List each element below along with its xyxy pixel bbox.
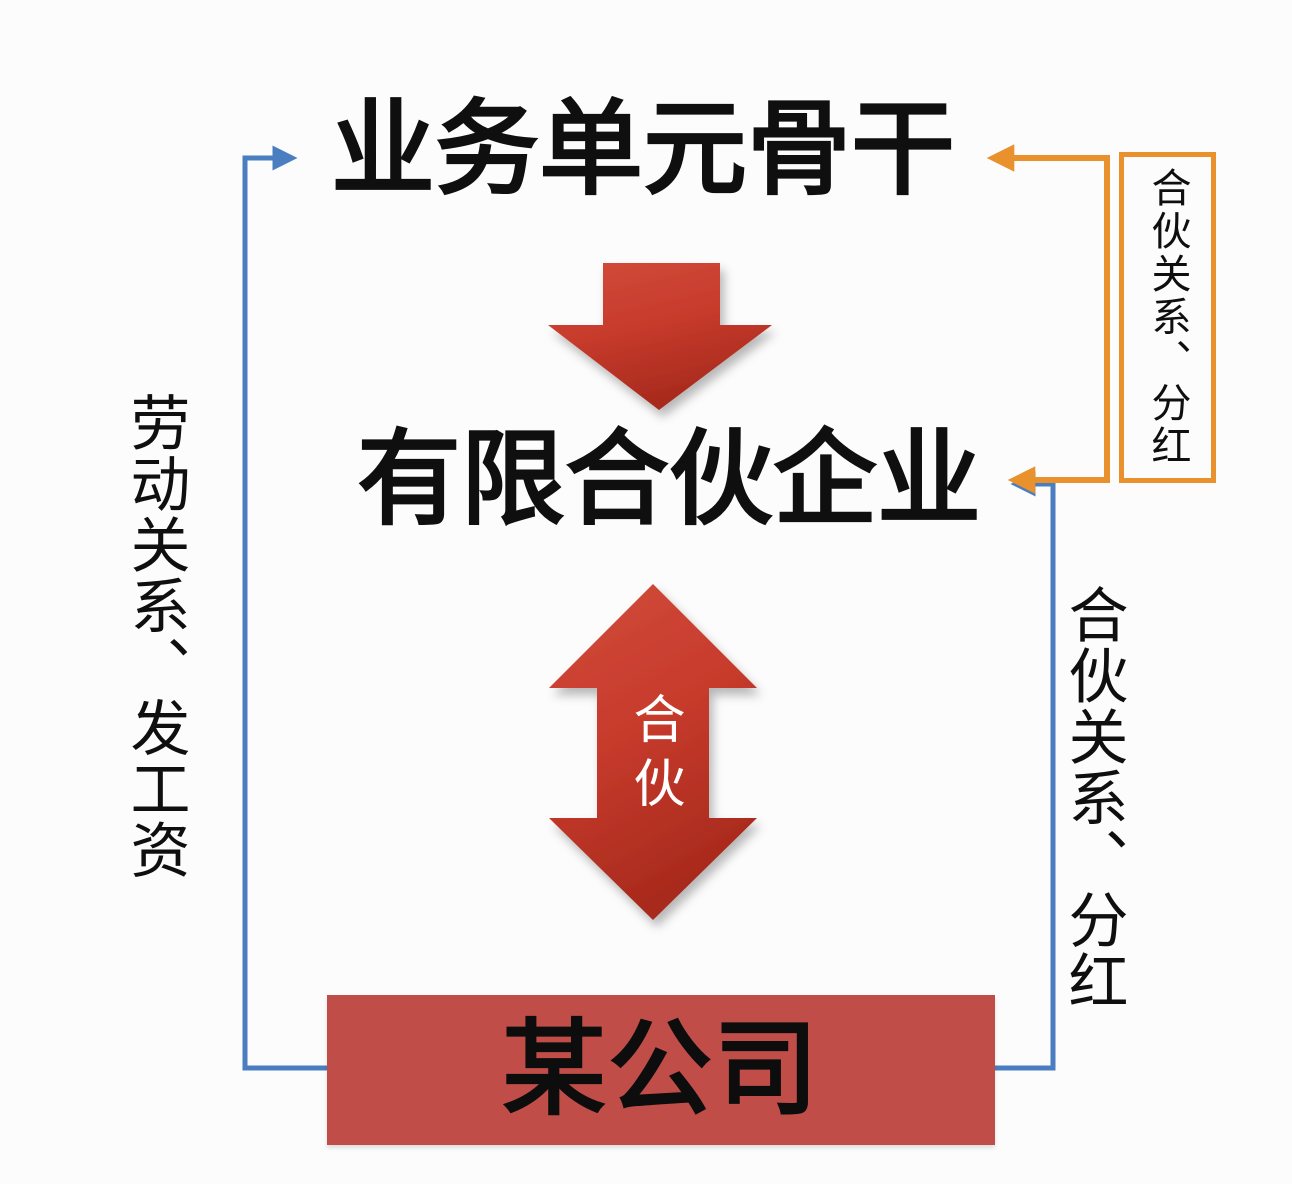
partner-relation-connector xyxy=(995,471,1056,1071)
partnership-dividend-bracket-connector xyxy=(986,144,1110,494)
callout-box-label: 合伙关系、分红 xyxy=(1145,167,1190,468)
node-bottom-label: 某公司 xyxy=(501,1012,820,1128)
node-middle-label: 有限合伙企业 xyxy=(357,422,982,538)
left-relation-label: 劳动关系、发工资 xyxy=(122,392,189,880)
node-top-label: 业务单元骨干 xyxy=(331,92,956,208)
callout-box: 合伙关系、分红 xyxy=(1119,152,1216,483)
labor-relation-connector xyxy=(242,145,327,1071)
node-bottom-box: 某公司 xyxy=(327,995,995,1145)
right-relation-label: 合伙关系、分红 xyxy=(1060,584,1127,1011)
up-down-arrow-icon xyxy=(549,584,757,920)
down-arrow-icon xyxy=(548,263,772,410)
partnership-arrow-label: 合伙 xyxy=(625,692,683,820)
